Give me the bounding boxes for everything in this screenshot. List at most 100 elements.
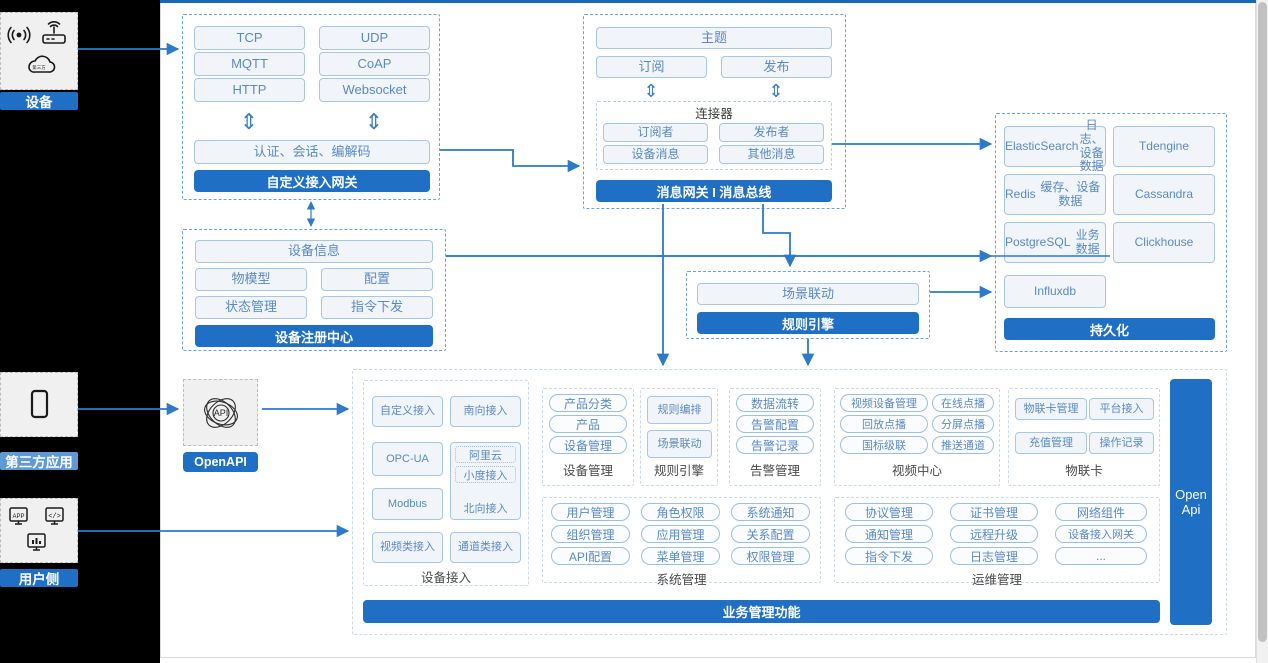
business-management-bar[interactable]: 业务管理功能 xyxy=(363,600,1160,623)
ic-card-management[interactable]: 物联卡管理 xyxy=(1015,398,1087,420)
sm-menu-management[interactable]: 菜单管理 xyxy=(641,547,720,565)
device-command-dispatch[interactable]: 指令下发 xyxy=(321,296,433,319)
connector-publisher[interactable]: 发布者 xyxy=(719,123,824,142)
vc-video-device-management[interactable]: 视频设备管理 xyxy=(840,394,928,412)
re-scene-linkage[interactable]: 场景联动 xyxy=(647,430,712,458)
access-gateway-group xyxy=(182,14,440,200)
om-protocol-management[interactable]: 协议管理 xyxy=(845,503,933,521)
svg-text:APP: APP xyxy=(12,514,24,520)
store-clickhouse[interactable]: Clickhouse xyxy=(1113,222,1215,263)
om-device-access-gateway[interactable]: 设备接入网关 xyxy=(1055,525,1147,543)
om-remote-upgrade[interactable]: 远程升级 xyxy=(950,525,1038,543)
ic-operation-records[interactable]: 操作记录 xyxy=(1089,432,1154,454)
protocol-mqtt[interactable]: MQTT xyxy=(194,52,305,76)
vc-gb-cascade[interactable]: 国标级联 xyxy=(840,436,928,454)
protocol-http[interactable]: HTTP xyxy=(194,78,305,102)
om-more[interactable]: ... xyxy=(1055,547,1147,565)
device-info-box[interactable]: 设备信息 xyxy=(195,240,433,263)
sm-user-management[interactable]: 用户管理 xyxy=(551,503,630,521)
om-certificate-management[interactable]: 证书管理 xyxy=(950,503,1038,521)
system-management-caption: 系统管理 xyxy=(656,572,707,587)
vc-online-vod[interactable]: 在线点播 xyxy=(932,394,994,412)
svg-text:第三方: 第三方 xyxy=(32,64,46,71)
ic-recharge-management[interactable]: 充值管理 xyxy=(1015,432,1087,454)
protocol-coap[interactable]: CoAP xyxy=(319,52,430,76)
openapi-side-bar[interactable]: Open Api xyxy=(1170,379,1212,625)
protocol-udp[interactable]: UDP xyxy=(319,26,430,50)
om-network-component[interactable]: 网络组件 xyxy=(1055,503,1147,521)
connector-device-message[interactable]: 设备消息 xyxy=(603,145,708,164)
sm-api-config[interactable]: API配置 xyxy=(551,547,630,565)
scene-linkage-box[interactable]: 场景联动 xyxy=(697,283,919,305)
dm-device-management[interactable]: 设备管理 xyxy=(549,436,627,454)
om-notification-management[interactable]: 通知管理 xyxy=(845,525,933,543)
store-cassandra[interactable]: Cassandra xyxy=(1113,174,1215,215)
access-video[interactable]: 视频类接入 xyxy=(372,532,443,563)
access-modbus[interactable]: Modbus xyxy=(372,488,443,520)
access-southbound[interactable]: 南向接入 xyxy=(450,396,521,427)
om-command-dispatch[interactable]: 指令下发 xyxy=(845,547,933,565)
auth-session-codec[interactable]: 认证、会话、编解码 xyxy=(194,140,430,164)
message-gateway-group xyxy=(583,14,846,209)
rule-engine-bar[interactable]: 规则引擎 xyxy=(697,312,919,334)
vc-playback-vod[interactable]: 回放点播 xyxy=(840,415,928,433)
am-alarm-config[interactable]: 告警配置 xyxy=(736,415,814,433)
device-management-group xyxy=(542,388,634,486)
system-management-group xyxy=(542,497,821,583)
am-alarm-records[interactable]: 告警记录 xyxy=(736,436,814,454)
dm-product[interactable]: 产品 xyxy=(549,415,627,433)
access-channel[interactable]: 通道类接入 xyxy=(450,532,521,563)
om-log-management[interactable]: 日志管理 xyxy=(950,547,1038,565)
store-influxdb[interactable]: Influxdb xyxy=(1004,275,1106,308)
sm-system-notification[interactable]: 系统通知 xyxy=(731,503,810,521)
persistence-group xyxy=(995,113,1227,352)
access-xiaodu[interactable]: 小度接入 xyxy=(455,466,516,483)
re-rule-orchestration[interactable]: 规则编排 xyxy=(647,396,712,424)
device-state-management[interactable]: 状态管理 xyxy=(195,296,307,319)
publish-box[interactable]: 发布 xyxy=(721,56,832,78)
sm-org-management[interactable]: 组织管理 xyxy=(551,525,630,543)
device-config[interactable]: 配置 xyxy=(321,268,433,291)
sm-role-permission[interactable]: 角色权限 xyxy=(641,503,720,521)
message-gateway-bar[interactable]: 消息网关 I 消息总线 xyxy=(596,180,832,202)
left-rail-label-device: 设备 xyxy=(0,92,78,110)
store-elasticsearch-desc: 日志、设备数据 xyxy=(1079,117,1104,174)
bidirectional-arrow-subscribe-icon: ⇕ xyxy=(643,80,659,101)
iot-card-caption: 物联卡 xyxy=(1065,463,1103,478)
sm-app-management[interactable]: 应用管理 xyxy=(641,525,720,543)
device-registry-bar[interactable]: 设备注册中心 xyxy=(195,325,433,347)
connector-subscriber[interactable]: 订阅者 xyxy=(603,123,708,142)
access-northbound[interactable]: 北向接入 xyxy=(450,442,521,520)
ic-platform-access[interactable]: 平台接入 xyxy=(1089,398,1154,420)
openapi-label-bar[interactable]: OpenAPI xyxy=(183,452,258,472)
sm-relation-config[interactable]: 关系配置 xyxy=(731,525,810,543)
device-thing-model[interactable]: 物模型 xyxy=(195,268,307,291)
video-center-caption: 视频中心 xyxy=(891,463,942,478)
scrollbar-thumb[interactable] xyxy=(1258,2,1267,642)
store-tdengine[interactable]: Tdengine xyxy=(1113,126,1215,167)
connector-other-message[interactable]: 其他消息 xyxy=(719,145,824,164)
access-custom[interactable]: 自定义接入 xyxy=(372,396,443,427)
store-redis-label: Redis xyxy=(1005,186,1036,201)
vc-push-channel[interactable]: 推送通道 xyxy=(932,436,994,454)
page-scrollbar[interactable] xyxy=(1256,0,1268,663)
store-elasticsearch-label: ElasticSearch xyxy=(1005,138,1079,153)
custom-access-gateway-bar[interactable]: 自定义接入网关 xyxy=(194,170,430,192)
persistence-bar[interactable]: 持久化 xyxy=(1004,318,1215,340)
protocol-websocket[interactable]: Websocket xyxy=(319,78,430,102)
store-postgresql-desc: 业务数据 xyxy=(1075,227,1100,256)
access-opc-ua[interactable]: OPC-UA xyxy=(372,442,443,476)
topic-box[interactable]: 主题 xyxy=(596,27,832,49)
vc-split-screen-vod[interactable]: 分屏点播 xyxy=(932,415,994,433)
business-group xyxy=(352,369,1227,635)
device-access-caption: 设备接入 xyxy=(420,570,471,585)
subscribe-box[interactable]: 订阅 xyxy=(596,56,707,78)
am-data-flow[interactable]: 数据流转 xyxy=(736,394,814,412)
access-aliyun[interactable]: 阿里云 xyxy=(455,446,516,463)
sm-permission-management[interactable]: 权限管理 xyxy=(731,547,810,565)
dm-product-category[interactable]: 产品分类 xyxy=(549,394,627,412)
protocol-tcp[interactable]: TCP xyxy=(194,26,305,50)
